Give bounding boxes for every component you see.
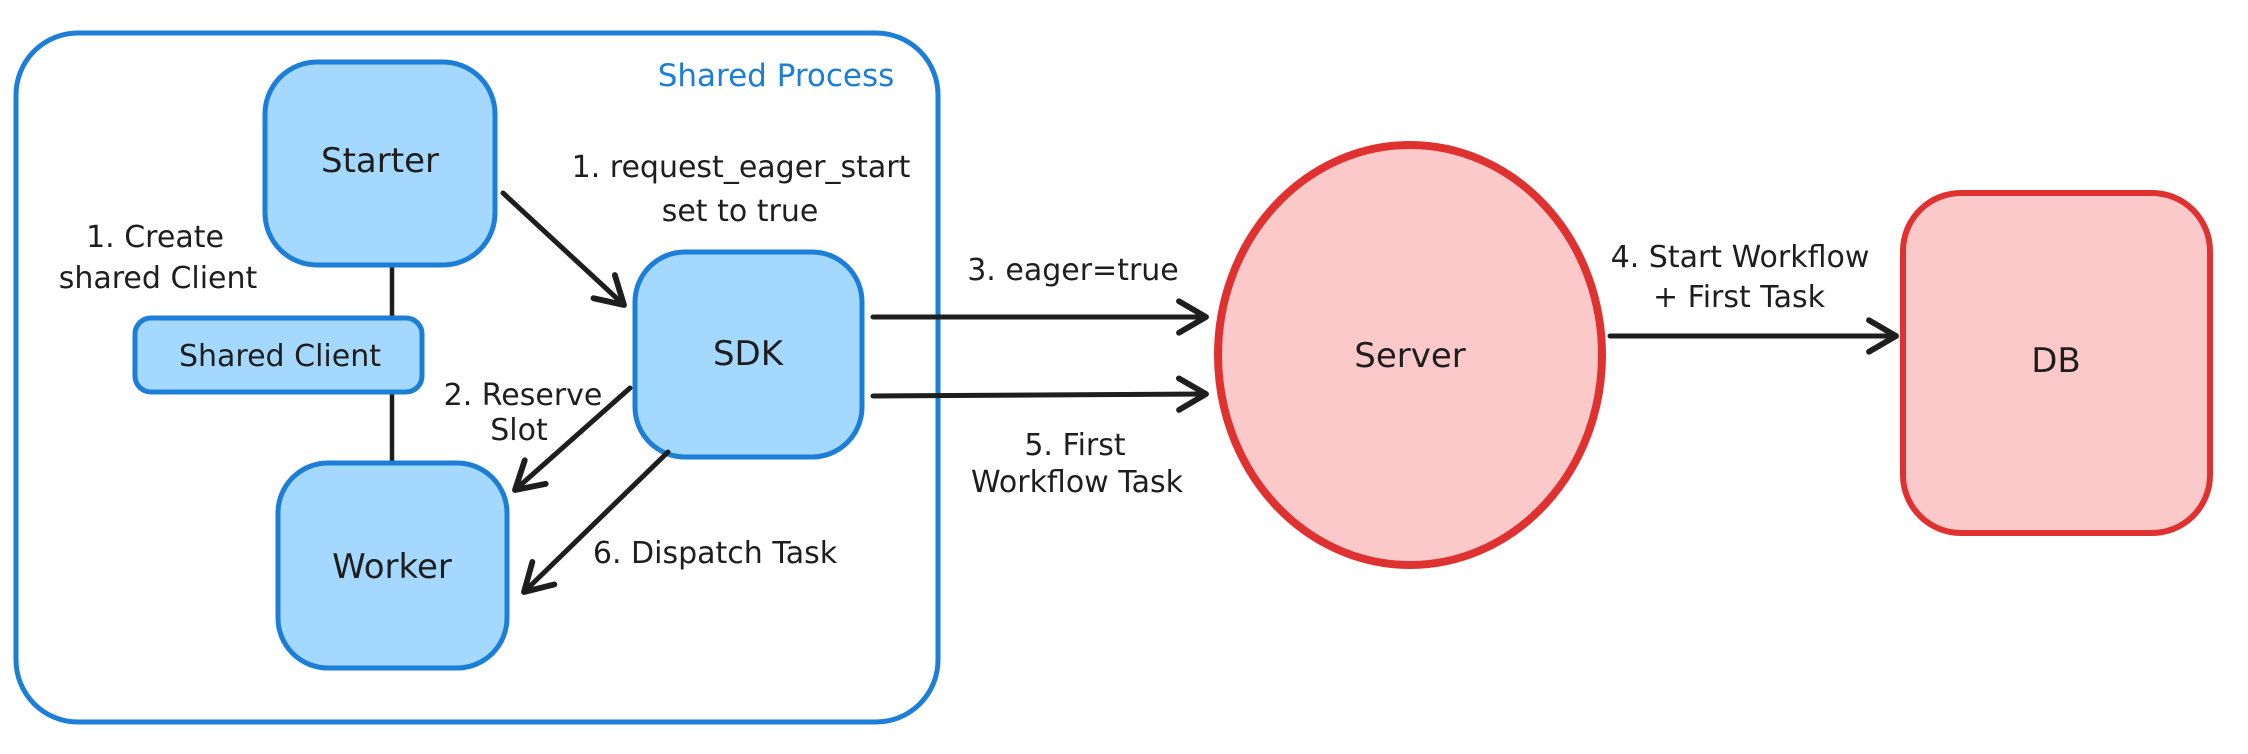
- annotation-start-workflow-line2[interactable]: + First Task: [1653, 280, 1826, 315]
- server-node[interactable]: [1214, 141, 1606, 569]
- reserve-slot-arrow[interactable]: [512, 385, 633, 493]
- annotation-dispatch-task[interactable]: 6. Dispatch Task: [593, 536, 838, 571]
- shared-process-container[interactable]: [13, 30, 941, 725]
- sdk-node[interactable]: [632, 249, 865, 460]
- server-node-label: Server: [1354, 336, 1466, 376]
- shared-process-label: Shared Process: [658, 58, 895, 94]
- worker-node-label: Worker: [332, 547, 452, 587]
- annotation-create-shared-client-line1[interactable]: 1. Create: [86, 220, 224, 255]
- request-eager-start-arrow[interactable]: [500, 190, 627, 308]
- annotation-eager-true[interactable]: 3. eager=true: [967, 253, 1179, 288]
- annotation-first-workflow-task-line2[interactable]: Workflow Task: [971, 465, 1184, 500]
- starter-node-label: Starter: [321, 141, 439, 181]
- annotation-request-eager-start-line2[interactable]: set to true: [662, 194, 819, 229]
- annotation-first-workflow-task-line1[interactable]: 5. First: [1024, 428, 1126, 463]
- annotation-reserve-slot-line2[interactable]: Slot: [490, 413, 548, 448]
- annotation-create-shared-client-line2[interactable]: shared Client: [59, 261, 258, 296]
- annotation-request-eager-start-line1[interactable]: 1. request_eager_start: [572, 150, 911, 185]
- shared-client-node-label: Shared Client: [179, 339, 381, 374]
- shared-client-node[interactable]: [132, 315, 425, 395]
- annotation-reserve-slot-line1[interactable]: 2. Reserve: [444, 378, 603, 413]
- db-node-label: DB: [2031, 341, 2081, 381]
- worker-node[interactable]: [275, 460, 510, 671]
- first-workflow-task-arrow[interactable]: [870, 375, 1209, 413]
- dispatch-task-arrow[interactable]: [521, 449, 671, 595]
- starter-node[interactable]: [262, 59, 498, 268]
- db-node[interactable]: [1900, 190, 2213, 536]
- sdk-node-label: SDK: [713, 334, 785, 374]
- annotation-start-workflow-line1[interactable]: 4. Start Workflow: [1611, 240, 1870, 275]
